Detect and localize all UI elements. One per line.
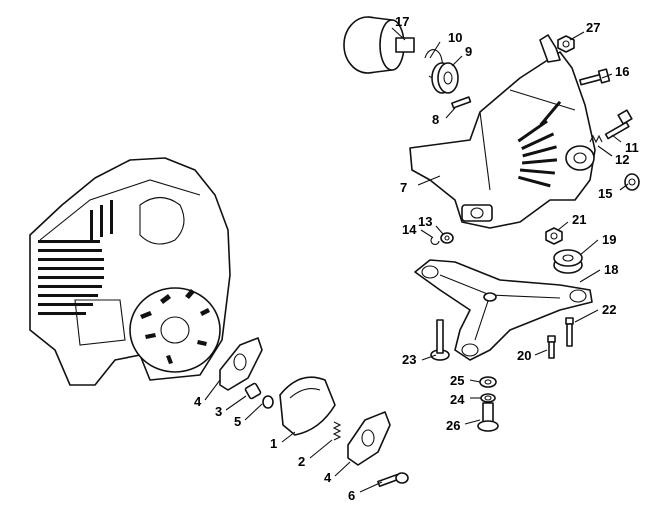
callout-17: 17 [395, 14, 409, 29]
carrier-plate-lower [347, 411, 391, 466]
callout-26: 26 [446, 418, 460, 433]
pin [451, 96, 472, 109]
callout-2: 2 [298, 454, 305, 469]
callout-21: 21 [572, 212, 586, 227]
annular-buffer [553, 249, 583, 274]
callout-3: 3 [215, 404, 222, 419]
callout-18: 18 [604, 262, 618, 277]
gearbox-ribs [517, 100, 562, 188]
callout-15: 15 [598, 186, 612, 201]
callout-11: 11 [625, 140, 639, 155]
callout-4-lower: 4 [324, 470, 332, 485]
gearbox-housing [409, 34, 596, 229]
callout-12: 12 [615, 152, 629, 167]
callout-22: 22 [602, 302, 616, 317]
spring [589, 134, 603, 144]
washer [624, 173, 640, 191]
nut [545, 227, 563, 245]
callout-24: 24 [450, 392, 465, 407]
callout-27: 27 [586, 20, 600, 35]
clutch-shoes [279, 376, 336, 436]
callout-16: 16 [615, 64, 629, 79]
engine-housing [29, 157, 231, 386]
sleeve [244, 382, 262, 400]
washer-lower [480, 393, 496, 403]
small-washer [440, 232, 454, 244]
tension-spring [332, 421, 342, 441]
flywheel [129, 287, 221, 373]
leader-lines [204, 27, 629, 493]
callout-4-upper: 4 [194, 394, 202, 409]
callout-19: 19 [602, 232, 616, 247]
screw-head [430, 319, 450, 361]
locking-pin [604, 109, 633, 140]
washer-small [262, 395, 274, 409]
hex-nut [557, 35, 575, 53]
screw [579, 68, 611, 86]
washer-upper [479, 376, 497, 388]
callout-13: 13 [418, 214, 432, 229]
callout-14: 14 [402, 222, 417, 237]
screw-short [547, 335, 556, 359]
callout-5: 5 [234, 414, 241, 429]
clutch-screw [377, 472, 409, 488]
clutch-drum [343, 16, 415, 74]
clip [430, 236, 440, 245]
callout-1: 1 [270, 436, 277, 451]
ball-bearing [431, 62, 459, 94]
carrier-plate-upper [219, 337, 263, 391]
mounting-plate [414, 259, 593, 361]
callout-6: 6 [348, 488, 355, 503]
screw-long [565, 317, 574, 347]
callout-8: 8 [432, 112, 439, 127]
callout-9: 9 [465, 44, 472, 59]
callout-20: 20 [517, 348, 531, 363]
callout-7: 7 [400, 180, 407, 195]
callout-labels: 17 10 9 27 16 8 11 12 7 15 13 14 21 19 1… [194, 14, 639, 503]
callout-23: 23 [402, 352, 416, 367]
callout-25: 25 [450, 373, 464, 388]
cooling-fins [38, 200, 113, 315]
callout-10: 10 [448, 30, 462, 45]
bolt [477, 402, 499, 432]
